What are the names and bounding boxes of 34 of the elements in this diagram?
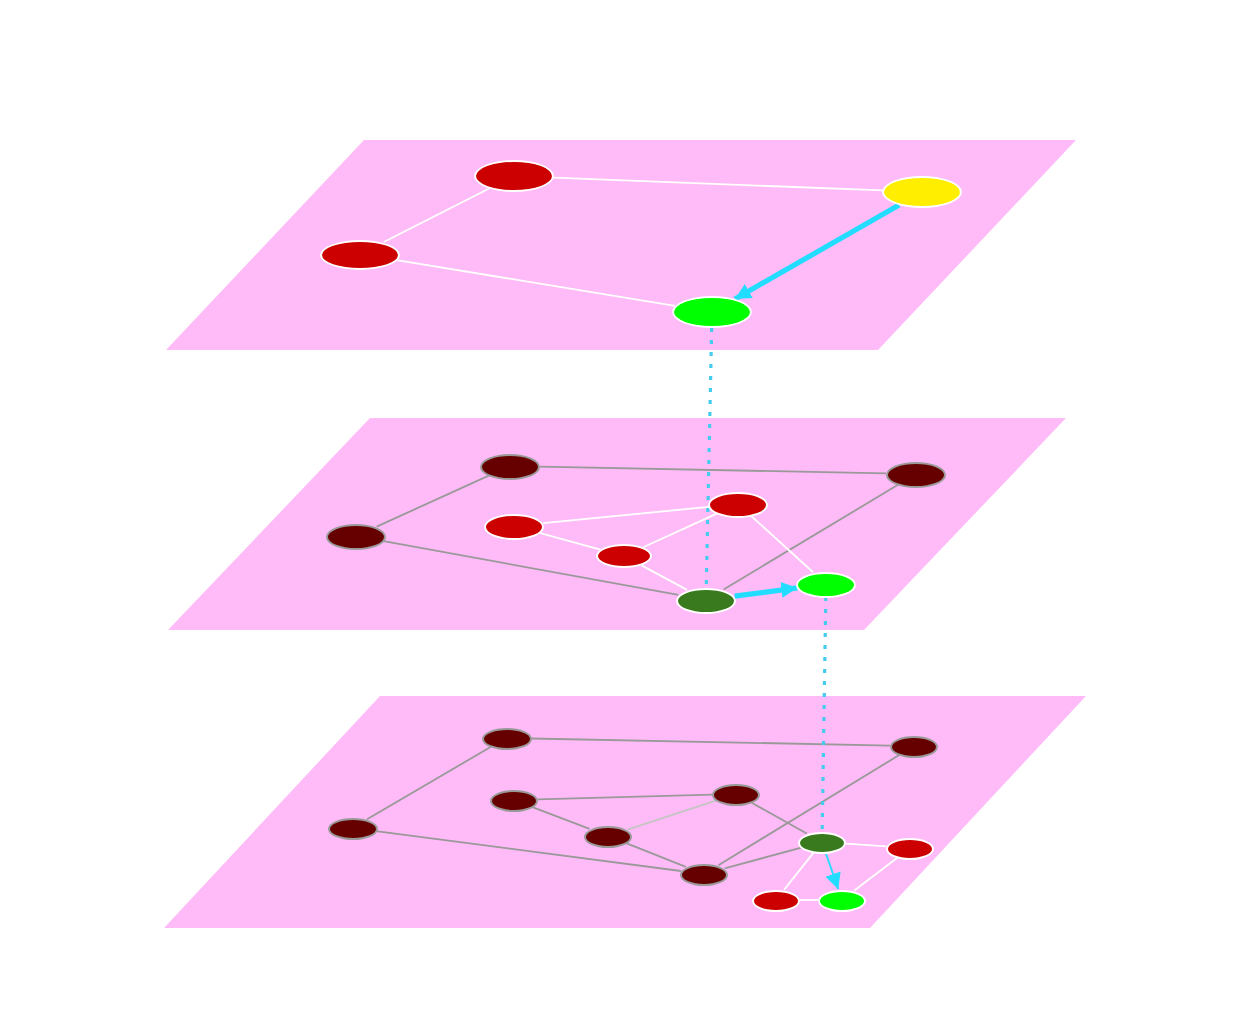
- edge-line: [537, 793, 713, 801]
- edge-line: [853, 856, 899, 892]
- edge-line: [626, 799, 718, 831]
- edge-line: [722, 483, 900, 591]
- edge-line: [538, 532, 602, 551]
- layer-plane: [168, 418, 1066, 630]
- edge-line: [750, 801, 808, 835]
- edge-line: [642, 512, 719, 549]
- edge-line: [625, 842, 687, 868]
- layer-plane: [164, 696, 1086, 928]
- dotted-link: [704, 327, 714, 588]
- edge-line: [717, 753, 901, 867]
- edge-line: [844, 842, 888, 848]
- edge-line: [783, 851, 815, 891]
- edge-line: [375, 474, 491, 528]
- edge-line: [375, 830, 682, 872]
- edge-line: [382, 187, 491, 243]
- edge-line: [382, 540, 680, 596]
- edge-line: [552, 176, 884, 192]
- edge-line: [640, 564, 689, 591]
- edge-line: [723, 846, 803, 870]
- edge-line: [531, 806, 591, 830]
- arrow: [824, 851, 841, 891]
- dotted-link: [820, 596, 828, 832]
- edge-line: [366, 745, 492, 821]
- edge-line: [395, 259, 676, 307]
- arrow: [734, 582, 798, 599]
- edge-line: [799, 899, 819, 901]
- edge-line: [542, 505, 710, 525]
- edge-line: [530, 737, 891, 747]
- edge-line: [750, 514, 814, 574]
- layer-plane: [166, 140, 1076, 350]
- arrow: [733, 202, 901, 302]
- edge-line: [539, 465, 887, 475]
